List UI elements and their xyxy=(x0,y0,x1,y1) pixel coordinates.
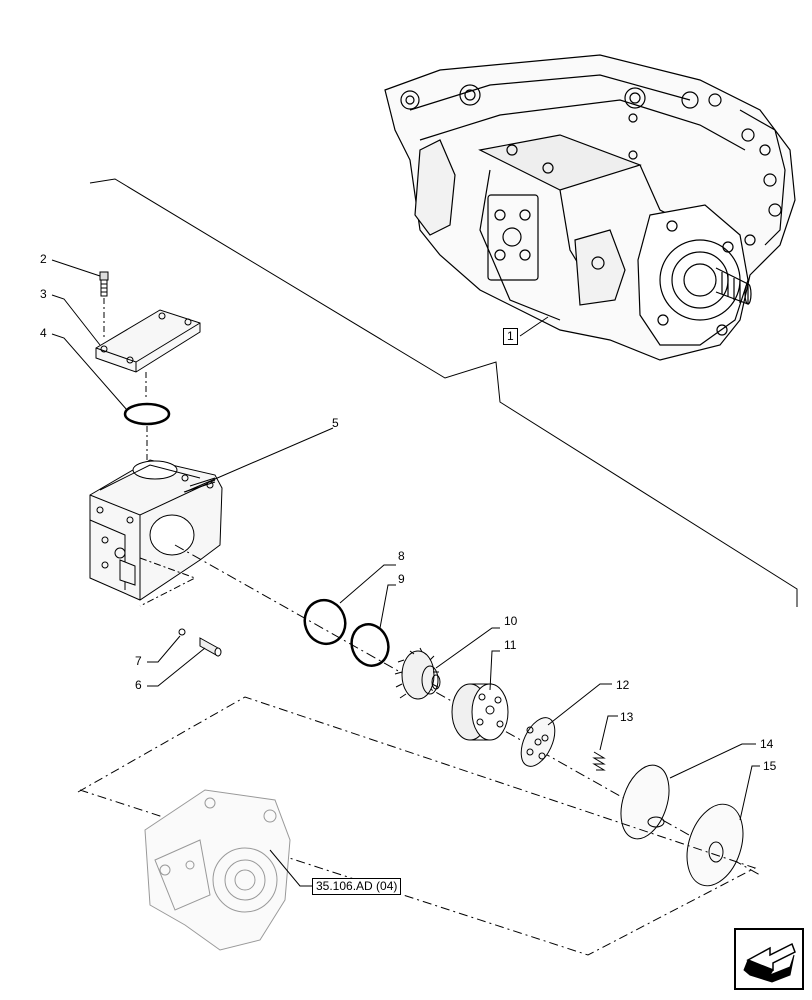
next-page-arrow-icon xyxy=(734,928,804,990)
callout-11: 11 xyxy=(504,638,517,652)
reference-frame-dashed xyxy=(77,696,757,956)
leader-line-1 xyxy=(519,316,549,337)
callout-12: 12 xyxy=(616,678,630,692)
ring-part-8 xyxy=(303,598,347,646)
leader-line-11 xyxy=(489,650,500,691)
callout-13: 13 xyxy=(620,710,634,724)
washer-part xyxy=(686,803,744,887)
pin-part-6 xyxy=(199,637,222,657)
callout-3: 3 xyxy=(40,287,47,301)
leader-line-15 xyxy=(739,765,760,821)
reference-pump-illustration xyxy=(144,789,291,951)
leader-line-5 xyxy=(184,427,334,493)
pump-assembly-illustration xyxy=(384,54,796,361)
spring-part xyxy=(592,751,606,771)
callout-9: 9 xyxy=(398,572,405,586)
alignment-dash xyxy=(139,557,197,607)
callout-10: 10 xyxy=(504,614,518,628)
leader-line-12 xyxy=(547,683,612,726)
leader-line-10 xyxy=(435,627,500,669)
gear-part xyxy=(394,647,441,700)
callout-14: 14 xyxy=(760,737,774,751)
cylinder-block-part xyxy=(451,683,509,741)
screw-part xyxy=(99,271,109,297)
next-page-button[interactable] xyxy=(734,928,804,990)
leader-line-reference xyxy=(269,849,312,887)
ball-part-7 xyxy=(178,628,186,636)
ring-part-9 xyxy=(350,623,390,667)
callout-7: 7 xyxy=(135,654,142,668)
swash-plate-part xyxy=(620,764,670,840)
section-boundary-line xyxy=(89,178,798,607)
leader-line-9 xyxy=(379,584,396,629)
callout-2: 2 xyxy=(40,252,47,266)
housing-block-part xyxy=(89,459,223,601)
leader-line-4 xyxy=(51,333,128,411)
callout-8: 8 xyxy=(398,549,405,563)
leader-line-8 xyxy=(339,564,396,604)
cover-plate-part xyxy=(95,309,201,373)
leader-line-2 xyxy=(51,259,101,277)
leader-line-14 xyxy=(669,743,756,779)
reference-link-35-106-ad-04[interactable]: 35.106.AD (04) xyxy=(312,878,402,895)
o-ring-part-4 xyxy=(123,402,171,426)
callout-6: 6 xyxy=(135,678,142,692)
callout-5: 5 xyxy=(332,416,339,430)
housing-gasket-line xyxy=(183,477,216,493)
callout-15: 15 xyxy=(763,759,777,773)
valve-plate-part xyxy=(520,717,556,767)
callout-4: 4 xyxy=(40,326,47,340)
leader-line-3 xyxy=(51,294,101,346)
leader-line-13 xyxy=(599,715,618,751)
leader-line-6 xyxy=(147,647,206,687)
callout-1[interactable]: 1 xyxy=(503,328,518,345)
leader-line-7 xyxy=(147,635,181,663)
